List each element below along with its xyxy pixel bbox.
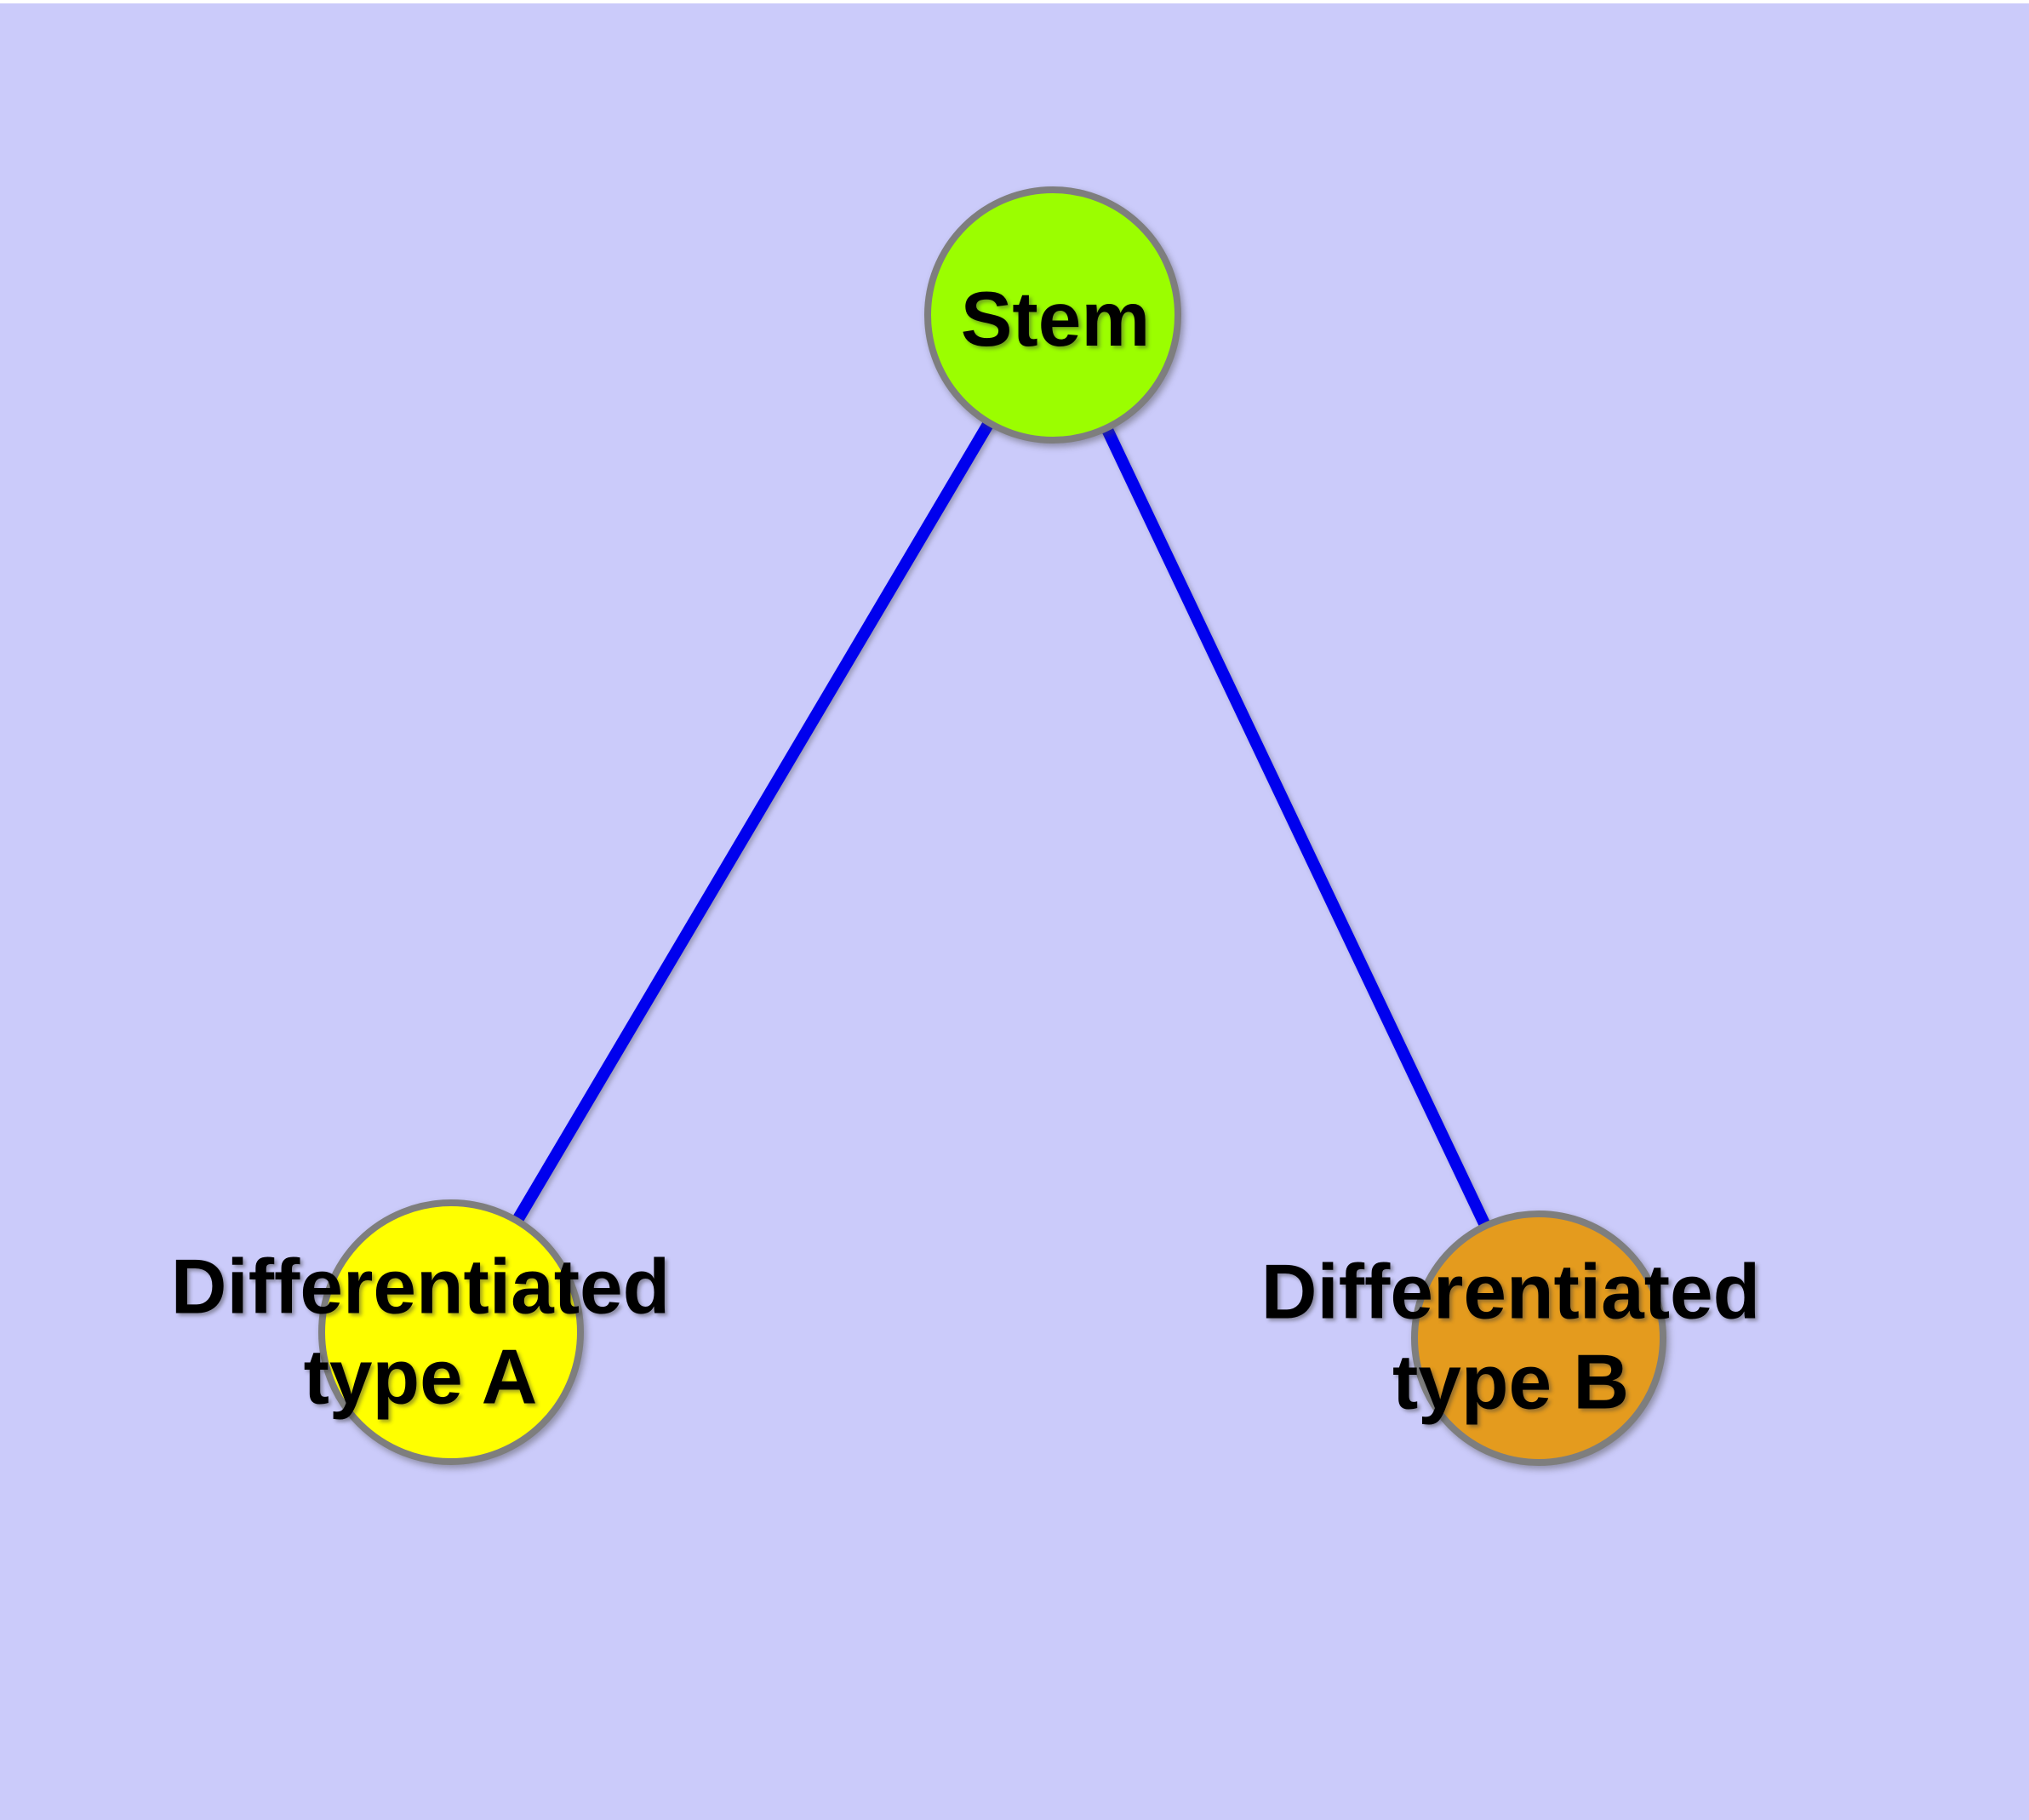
top-border-strip [0,0,2029,3]
node-stem-circle [924,186,1181,444]
edge-stem-to-type-b [1047,312,1545,1342]
node-type-b-circle [1411,1210,1666,1466]
node-type-a-circle [318,1199,584,1465]
edge-stem-to-type-a [445,312,1059,1336]
